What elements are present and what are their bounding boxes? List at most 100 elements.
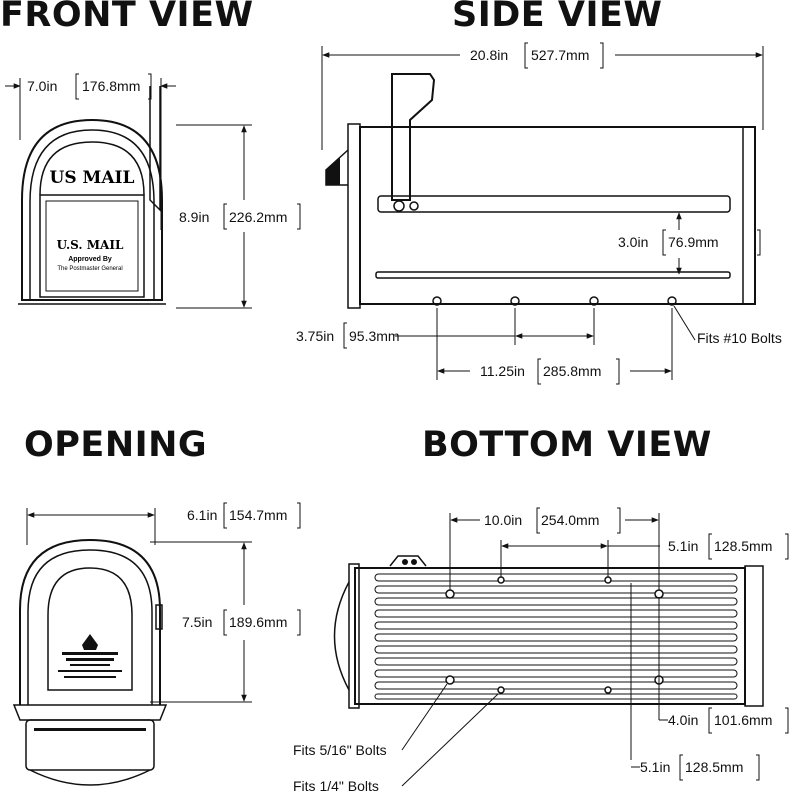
bottom-d-bracket-left: [679, 754, 683, 781]
side-view-title: SIDE VIEW: [452, 0, 663, 35]
front-approved-text: Approved By: [68, 256, 112, 263]
opening-height-in: 7.5in: [182, 614, 212, 630]
side-rail-in: 3.0in: [618, 234, 648, 250]
bottom-d-in: 5.1in: [640, 759, 670, 775]
side-bolt-long-bracket-right: [616, 358, 620, 385]
front-flag-edge: [149, 86, 161, 212]
side-length-mm: 527.7mm: [531, 47, 589, 63]
opening-outer: [19, 538, 161, 705]
opening-width-bracket-left: [223, 502, 227, 529]
opening-height-bracket-left: [223, 609, 227, 636]
bottom-latch-pin: [402, 559, 408, 565]
side-door: [347, 123, 361, 309]
bottom-d-mm: 128.5mm: [685, 759, 743, 775]
side-length-in: 20.8in: [470, 47, 508, 63]
bottom-note-large: Fits 5/16" Bolts: [293, 742, 387, 758]
opening-label-line-5: [64, 676, 116, 678]
bottom-door-edge: [348, 563, 360, 709]
bottom-hole-large: [654, 589, 664, 599]
side-rail-mm: 76.9mm: [668, 234, 719, 250]
front-door-inner: [45, 200, 139, 292]
bottom-c-mm: 101.6mm: [714, 712, 772, 728]
bottom-hole-small: [604, 686, 612, 694]
opening-inner: [27, 549, 153, 705]
bottom-c-bracket-right: [785, 707, 789, 734]
bottom-note-small-leader: [401, 693, 499, 787]
front-arch: [39, 141, 145, 196]
bottom-rib: [374, 633, 738, 642]
bottom-rib: [374, 573, 738, 582]
bottom-rib: [374, 585, 738, 594]
side-bolt-long-bracket-left: [537, 358, 541, 385]
opening-emblem: [82, 634, 98, 650]
opening-width-bracket-right: [297, 502, 301, 529]
bottom-rib: [374, 645, 738, 654]
bottom-b-mm: 128.5mm: [714, 538, 772, 554]
side-bolt-short-in: 3.75in: [296, 328, 334, 344]
front-height-mm: 226.2mm: [229, 209, 287, 225]
bottom-hole-large: [445, 675, 455, 685]
opening-door-panel: [25, 719, 155, 771]
side-bolt-note: Fits #10 Bolts: [697, 330, 782, 346]
bottom-note-small: Fits 1/4" Bolts: [293, 778, 379, 794]
front-mailbox-inner: [29, 129, 155, 300]
opening-back-wall: [47, 567, 133, 691]
bottom-hole-small: [497, 576, 505, 584]
opening-door-bottom: [29, 769, 151, 786]
side-latch-fill: [326, 158, 340, 185]
bottom-back: [744, 565, 764, 707]
bottom-rib: [374, 693, 738, 700]
opening-width-in: 6.1in: [187, 507, 217, 523]
bottom-b-in: 5.1in: [668, 538, 698, 554]
opening-height-mm: 189.6mm: [229, 614, 287, 630]
bottom-door-curve: [333, 581, 350, 691]
side-bolt-3: [589, 296, 599, 306]
opening-label-line-3: [70, 664, 110, 666]
side-rail-bracket-right: [757, 229, 761, 256]
front-width-bracket-left: [75, 73, 79, 100]
opening-door-text: [34, 728, 146, 731]
front-width-mm: 176.8mm: [82, 78, 140, 94]
bottom-rib: [374, 681, 738, 690]
front-mailbox-body: [21, 118, 163, 301]
front-door-text: U.S. MAIL: [57, 238, 124, 252]
bottom-view: 10.0in 254.0mm 5.1in 128.5mm: [293, 507, 789, 794]
side-rail-bracket-left: [662, 229, 666, 256]
bottom-rib: [374, 609, 738, 618]
front-door: [39, 194, 145, 298]
side-lower-rail: [375, 271, 731, 279]
front-height-bracket-right: [297, 203, 301, 230]
opening-door-hinge: [12, 704, 168, 721]
bottom-c-in: 4.0in: [668, 712, 698, 728]
side-bolt-short-mm: 95.3mm: [349, 328, 400, 344]
bottom-d-bracket-right: [756, 754, 760, 781]
side-flag: [391, 73, 436, 201]
bottom-rib: [374, 669, 738, 678]
bottom-latch-pin-2: [411, 559, 417, 565]
side-flag-rail: [377, 195, 731, 213]
bottom-a-mm: 254.0mm: [541, 512, 599, 528]
side-bolt-2: [510, 296, 520, 306]
bottom-latch: [389, 555, 427, 567]
bottom-a-bracket-left: [536, 507, 540, 534]
opening-width-mm: 154.7mm: [229, 507, 287, 523]
bottom-c-bracket-left: [708, 707, 712, 734]
front-height-in: 8.9in: [179, 209, 209, 225]
side-bolt-4: [667, 296, 677, 306]
bottom-a-bracket-right: [617, 507, 621, 534]
bottom-note-large-leader: [401, 683, 448, 751]
front-height-bracket-left: [223, 203, 227, 230]
side-view: 20.8in 527.7mm 3.0in 76.9mm 3.7: [296, 42, 782, 385]
side-bolt-long-mm: 285.8mm: [543, 363, 601, 379]
opening-view: 6.1in 154.7mm 7.5in 189.6mm: [12, 502, 301, 786]
front-us-mail-text: US MAIL: [50, 168, 135, 188]
front-width-in: 7.0in: [27, 78, 57, 94]
side-bolt-long-in: 11.25in: [480, 363, 525, 379]
opening-title: OPENING: [24, 425, 208, 465]
bottom-b-bracket-left: [708, 533, 712, 560]
opening-side-latch: [155, 604, 163, 630]
side-bolt-1: [432, 296, 442, 306]
bottom-hole-small: [604, 576, 612, 584]
opening-label-line-1: [62, 652, 118, 655]
